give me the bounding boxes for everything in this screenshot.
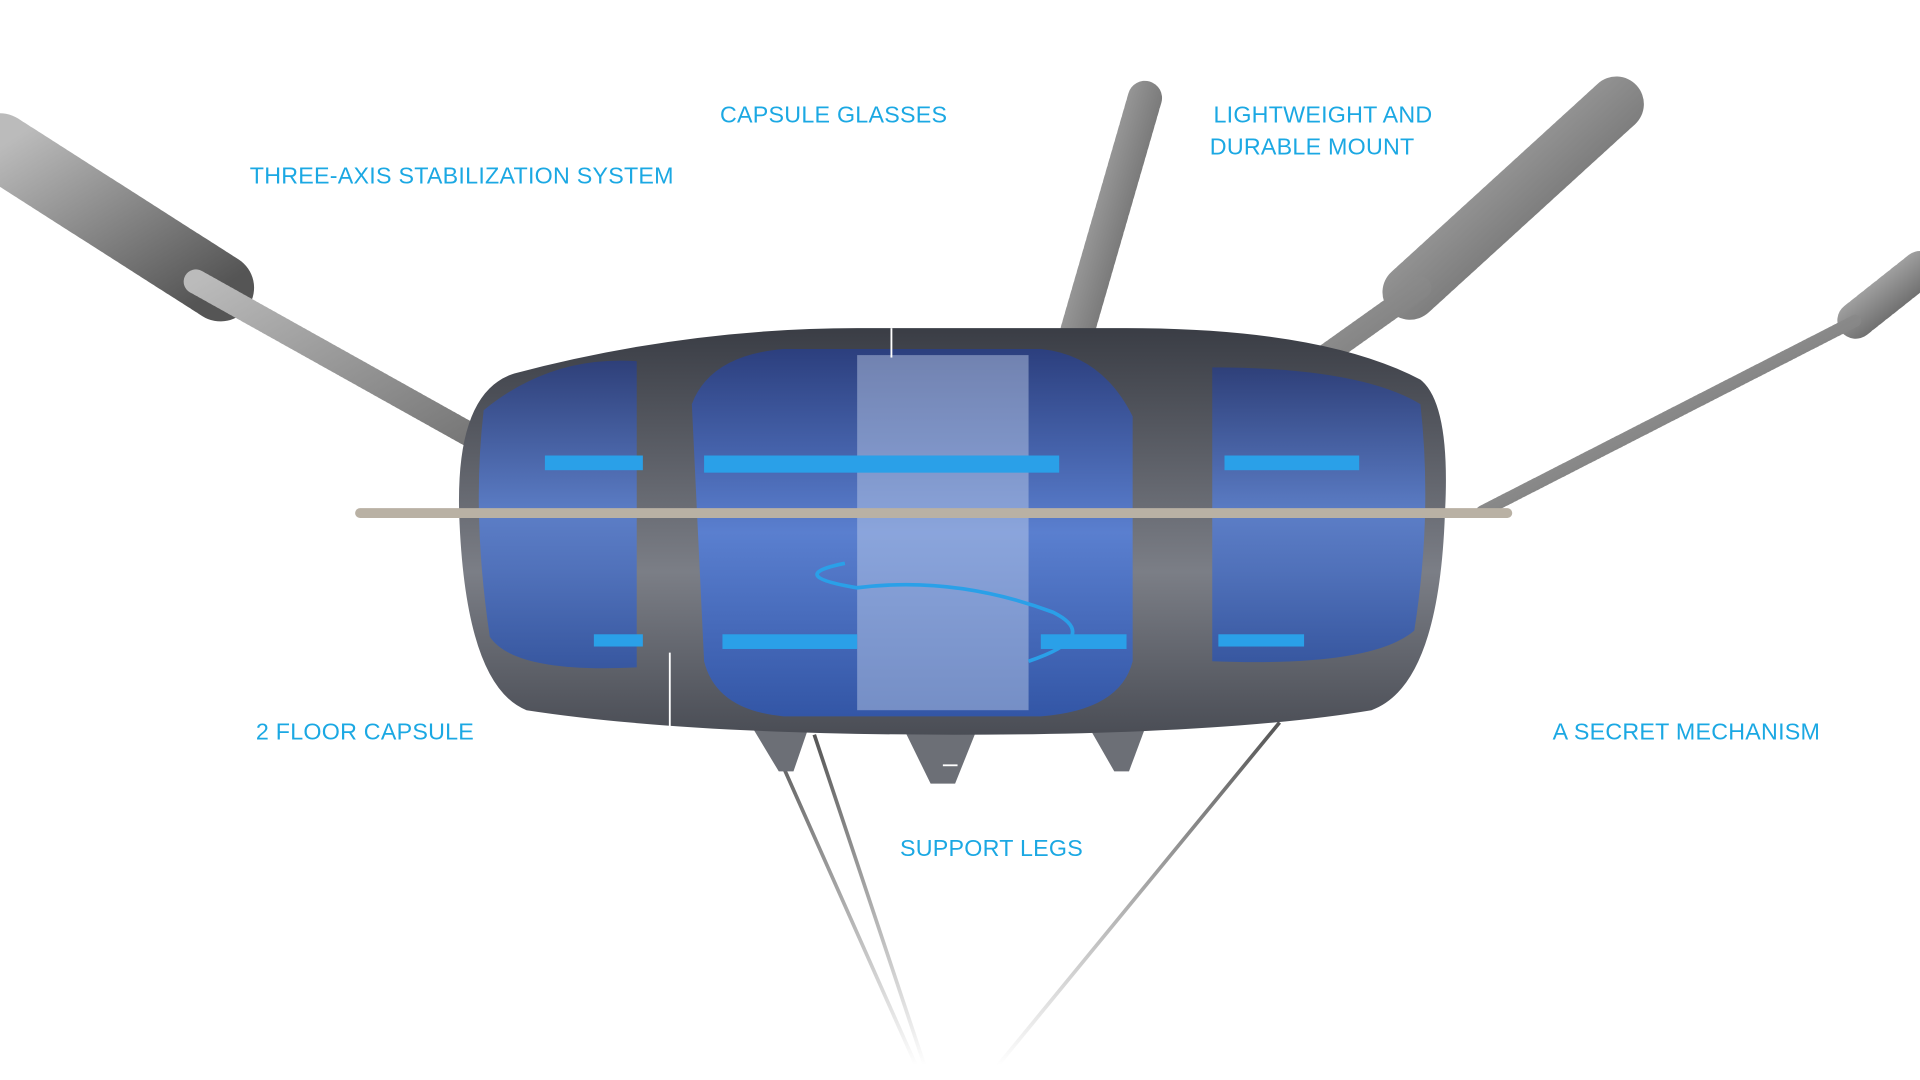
capsule [458,328,1446,735]
label-mount-line2: DURABLE MOUNT [1210,133,1415,159]
label-stabilization-system: THREE-AXIS STABILIZATION SYSTEM [250,163,674,189]
support-wires [767,721,1282,1067]
label-secret-mechanism: A SECRET MECHANISM [1553,719,1821,745]
leader-lines [372,328,958,767]
label-support-legs: SUPPORT LEGS [900,835,1083,861]
stabilization-rail [355,508,1513,518]
label-capsule-glasses: CAPSULE GLASSES [720,101,947,127]
label-2-floor-capsule: 2 FLOOR CAPSULE [256,719,474,745]
label-mount-line1: LIGHTWEIGHT AND [1213,101,1432,127]
support-legs [753,728,1145,784]
